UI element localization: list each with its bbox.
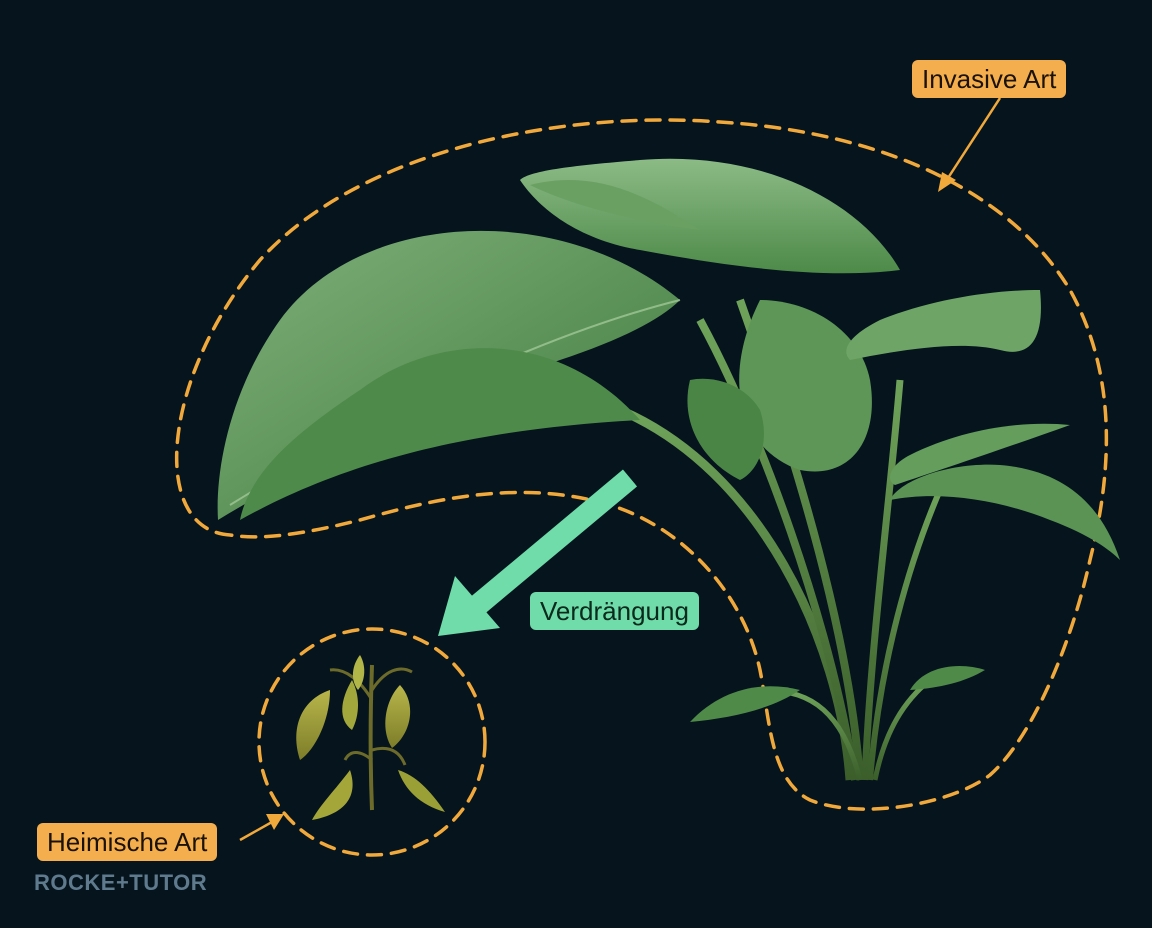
native-pointer — [239, 814, 284, 842]
native-outline — [257, 627, 487, 857]
invasive-plant-illustration — [217, 158, 1120, 781]
invasive-pointer — [938, 97, 1002, 192]
invasive-species-label: Invasive Art — [912, 60, 1067, 98]
native-species-label: Heimische Art — [37, 823, 218, 861]
displacement-label: Verdrängung — [530, 592, 699, 630]
brand-logo: ROCKE+TUTOR — [34, 870, 208, 895]
native-plant-illustration — [296, 655, 445, 820]
displacement-arrow — [438, 469, 638, 636]
